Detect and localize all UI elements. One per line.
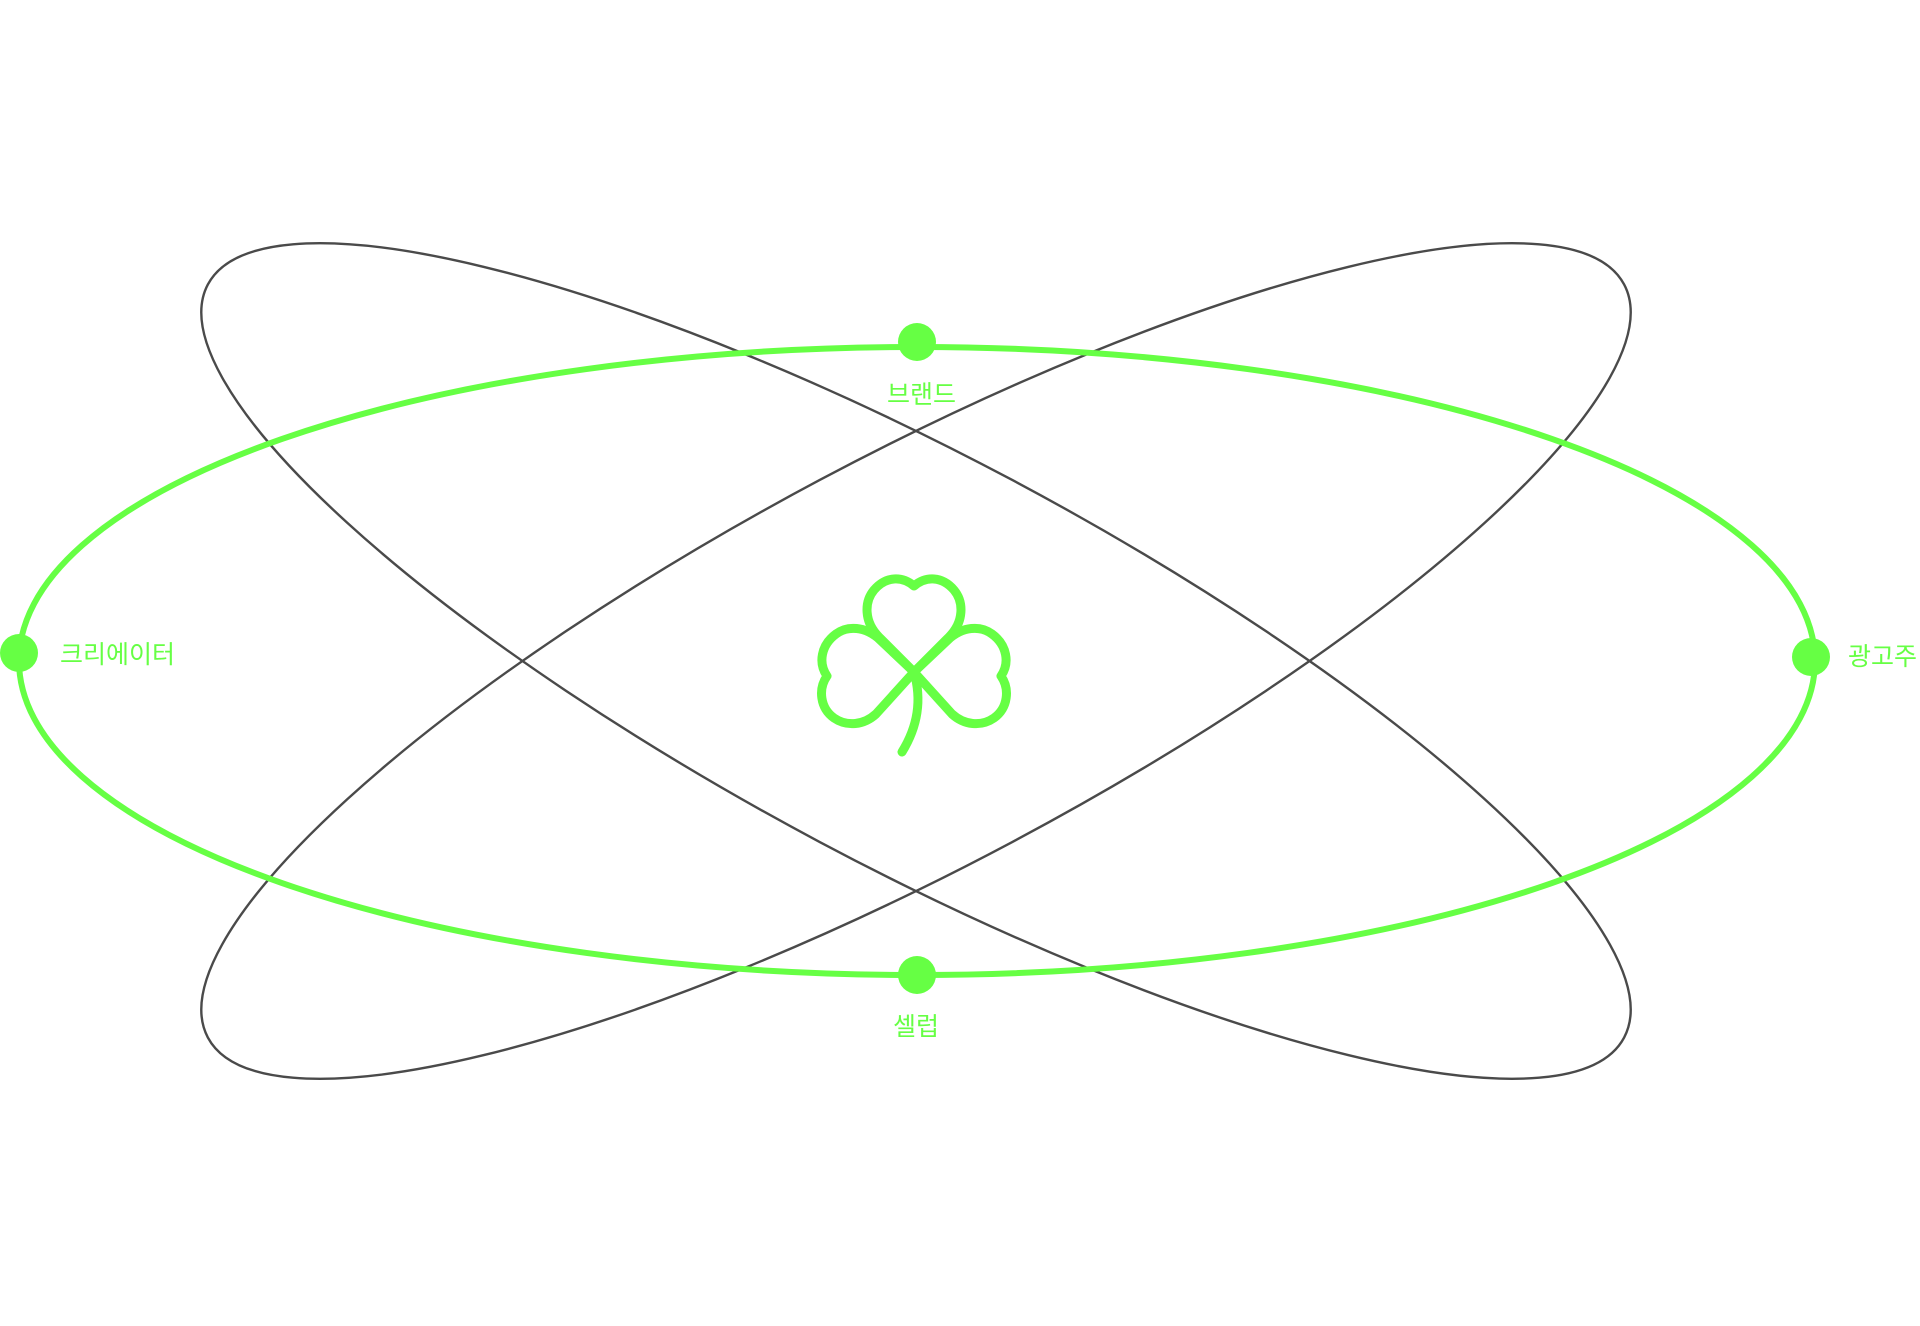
clover-leaf-left — [817, 623, 919, 729]
clover-leaf-right — [909, 623, 1011, 729]
orbit-ellipse-main — [16, 344, 1818, 978]
node-dot-celeb — [898, 956, 936, 994]
node-dot-brand — [898, 323, 936, 361]
node-label-brand: 브랜드 — [887, 380, 957, 409]
node-dot-creator — [0, 634, 38, 672]
clover-icon — [817, 574, 1011, 757]
node-dot-advertiser — [1792, 638, 1830, 676]
node-label-advertiser: 광고주 — [1848, 642, 1918, 671]
clover-stem — [897, 667, 923, 757]
clover-leaf-top — [862, 574, 966, 677]
orbit-ellipse-tilted-right — [200, 242, 1632, 1080]
node-label-creator: 크리에이터 — [60, 640, 176, 669]
node-label-celeb: 셀럽 — [893, 1012, 940, 1041]
orbit-ellipse-tilted-left — [200, 242, 1632, 1080]
